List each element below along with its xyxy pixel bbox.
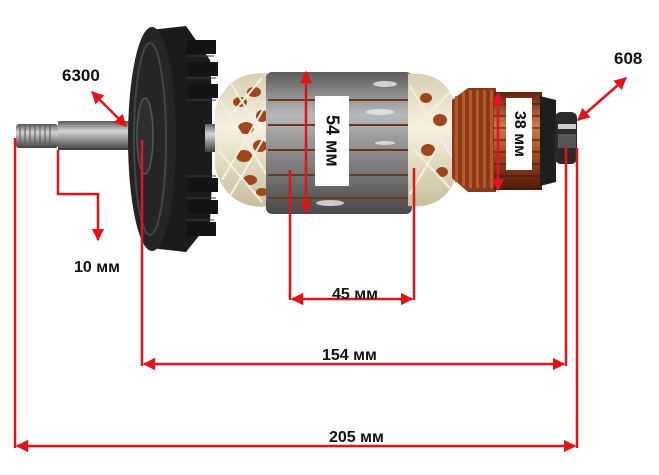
core-diameter-label-box: 54 мм [315,96,349,186]
shaft-diameter-label: 10 мм [74,259,120,276]
rear-bearing-608 [555,112,577,164]
shaft-diameter-pointer [56,150,105,242]
front-shaft [16,121,142,150]
front-bearing-label: 6300 [62,66,100,85]
rear-winding-head [408,73,458,207]
rear-bearing-label: 608 [614,49,643,68]
core-diameter-label: 54 мм [322,115,343,167]
commutator-diameter-label: 38 мм [511,111,528,157]
commutator-diameter-label-box: 38 мм [506,98,532,170]
core-length-label: 45 мм [332,286,378,303]
cooling-fan [128,26,218,252]
bearing-608-pointer [577,77,627,121]
bearing-6300-pointer [91,91,127,127]
overall-length-label: 205 мм [329,429,384,446]
commutator [452,88,556,192]
bearing-span-label: 154 мм [322,347,377,364]
front-winding-head [215,73,273,207]
dimension-lines [13,70,627,453]
